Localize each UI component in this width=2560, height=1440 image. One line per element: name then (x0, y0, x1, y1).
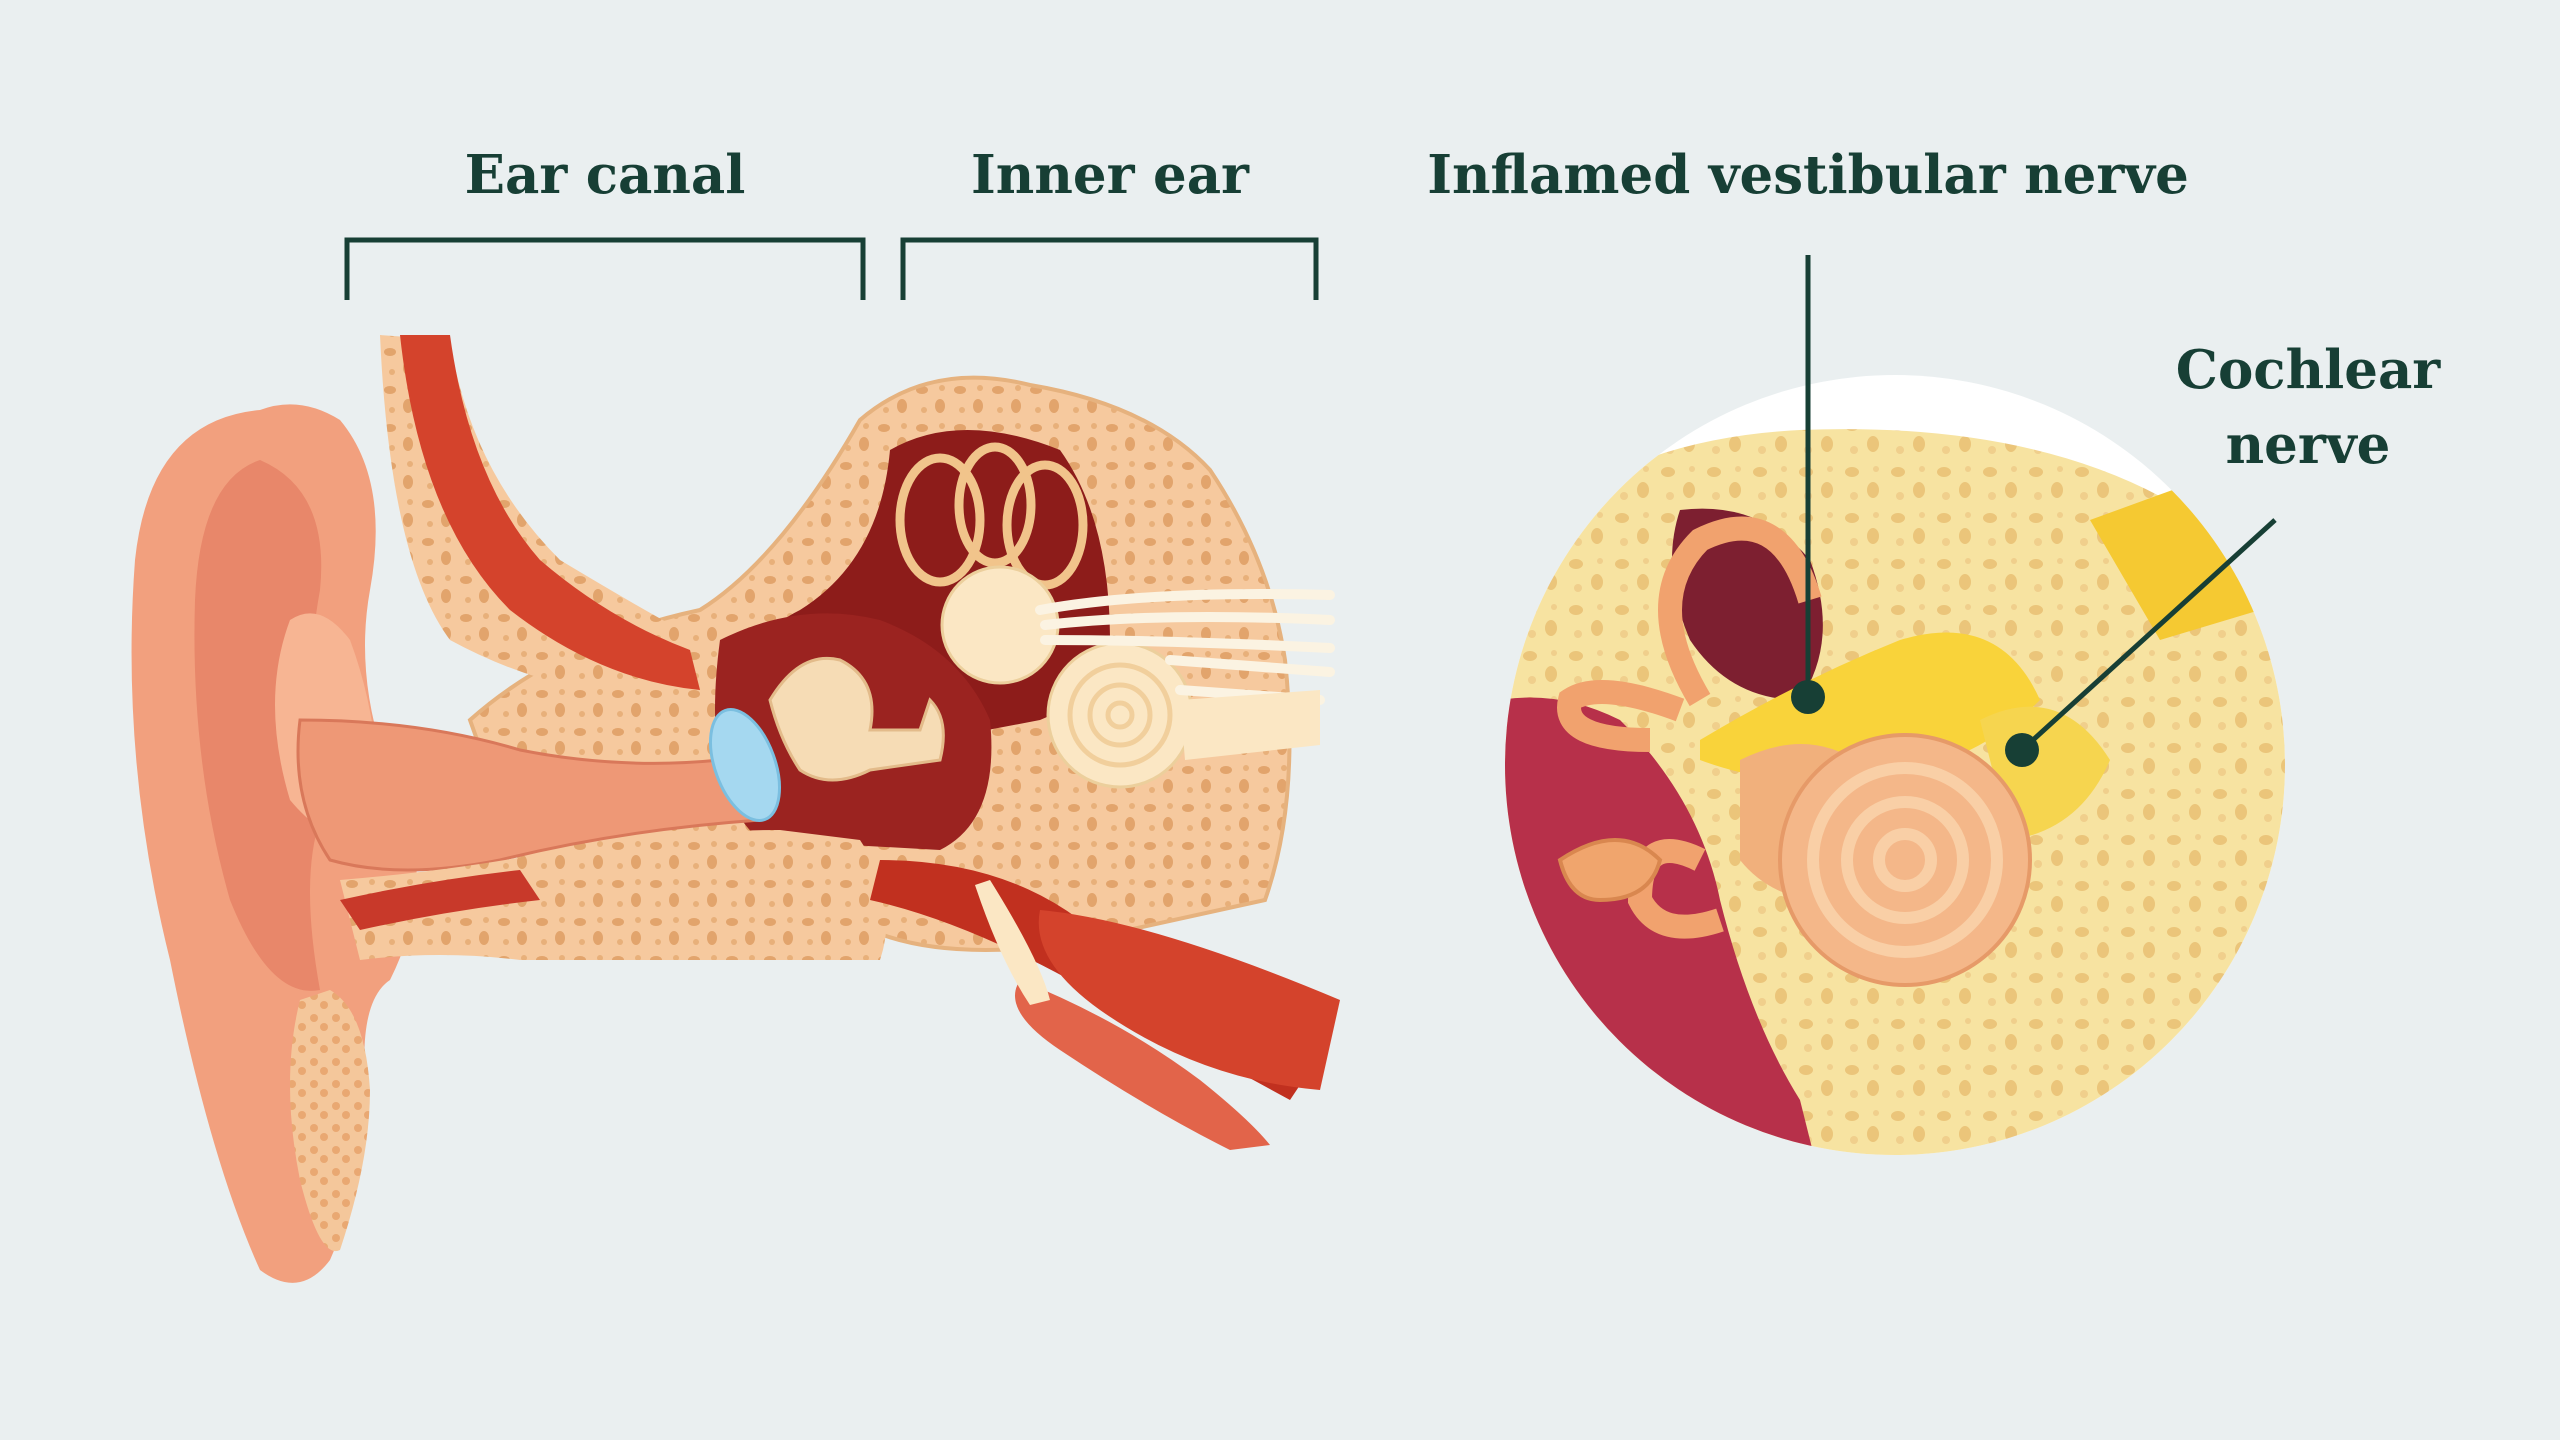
neck-muscle (1038, 910, 1340, 1090)
auricular-muscle (400, 335, 700, 690)
vestibular-nerve-marker (1791, 680, 1825, 714)
canal-floor-muscle (340, 870, 540, 930)
ear-lobe (290, 990, 370, 1252)
cochlear-nerve-marker (2005, 733, 2039, 767)
styloid-process (975, 880, 1050, 1005)
label-inflamed-vestibular-nerve: Inflamed vestibular nerve (1427, 144, 2189, 206)
canal-floor-bone (340, 830, 887, 960)
ear-canal (296, 718, 763, 872)
magnified-cochlea (1778, 733, 2032, 987)
magnified-inner-ear-illustration (1505, 375, 2285, 1155)
magnified-semicircular-canals (1557, 516, 1822, 939)
inner-ear-bracket (900, 237, 1319, 300)
neck-muscle-lower (1015, 980, 1270, 1150)
internal-auditory-canal (1180, 690, 1320, 760)
label-cochlear-nerve-line2: nerve (2226, 414, 2391, 476)
label-cochlear-nerve-line1: Cochlear (2176, 339, 2442, 401)
magnified-ossicle (1557, 838, 1663, 903)
ear-canal-bracket (344, 237, 866, 300)
ear-cross-section-illustration (131, 335, 1340, 1283)
cochlear-nerve-leader (2020, 518, 2277, 752)
label-ear-canal: Ear canal (465, 144, 746, 206)
pinna-inner-fold (194, 460, 322, 991)
labels-and-pointers: Ear canal Inner ear Inflamed vestibular … (344, 144, 2442, 767)
eardrum (709, 708, 781, 822)
label-inner-ear: Inner ear (971, 144, 1250, 206)
semicircular-canals (895, 442, 1088, 590)
ossicles (768, 656, 945, 782)
